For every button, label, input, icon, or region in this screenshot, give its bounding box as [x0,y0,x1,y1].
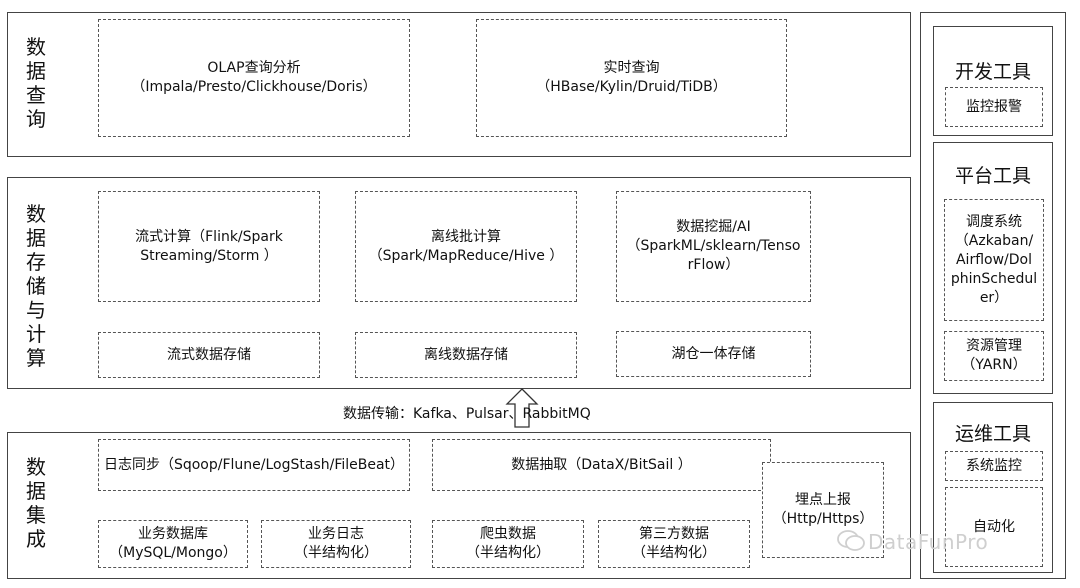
wechat-logo-icon [837,530,865,551]
platform-tools-title: 平台工具 [954,165,1031,187]
integration-layer: 数据集成 日志同步（Sqoop/Flune/LogStash/FileBeat）… [7,432,911,579]
automation-box: 自动化 [945,487,1043,567]
lakehouse-storage-box: 湖仓一体存储 [616,331,811,377]
integration-layer-title: 数据集成 [26,455,46,551]
up-arrow-icon [505,388,539,428]
storage-compute-layer-title: 数据存储与计算 [26,202,46,370]
biz-log-line1: 业务日志 [308,526,364,542]
scheduler-line3: Airflow/Dol [955,251,1032,268]
tracking-report-box: 埋点上报 （Http/Https） [762,462,884,558]
data-mining-line2: （SparkML/sklearn/Tenso [626,238,801,254]
system-monitor-box: 系统监控 [945,451,1043,481]
tracking-report-line1: 埋点上报 [795,492,851,508]
storage-compute-layer: 数据存储与计算 流式计算（Flink/Spark Streaming/Storm… [7,177,911,389]
query-layer: 数据查询 OLAP查询分析 （Impala/Presto/Clickhouse/… [7,12,911,157]
scheduler-line1: 调度系统 [966,213,1022,230]
realtime-query-box: 实时查询 （HBase/Kylin/Druid/TiDB） [476,19,787,137]
monitor-alert-box: 监控报警 [945,87,1043,127]
ops-tools-title: 运维工具 [954,423,1031,445]
platform-tools-group: 平台工具 调度系统 （Azkaban/ Airflow/Dol phinSche… [933,142,1053,394]
data-transfer-label: 数据传输：Kafka、Pulsar、RabbitMQ [343,406,591,422]
third-party-line2: （半结构化） [632,545,716,561]
crawler-line1: 爬虫数据 [480,526,536,542]
biz-db-box: 业务数据库 （MySQL/Mongo） [98,520,248,568]
data-extract-box: 数据抽取（DataX/BitSail ） [432,439,771,491]
olap-query-box: OLAP查询分析 （Impala/Presto/Clickhouse/Doris… [98,19,410,137]
stream-compute-line2: Streaming/Storm ） [140,247,278,264]
log-sync-box: 日志同步（Sqoop/Flune/LogStash/FileBeat） [98,439,410,491]
ops-tools-group: 运维工具 系统监控 自动化 [933,402,1053,573]
dev-tools-title: 开发工具 [954,61,1031,83]
tracking-report-line2: （Http/Https） [772,511,874,527]
biz-log-box: 业务日志 （半结构化） [261,520,411,568]
batch-compute-line1: 离线批计算 [431,228,501,245]
realtime-query-title: 实时查询 [603,60,660,76]
batch-compute-box: 离线批计算 （Spark/MapReduce/Hive ） [355,191,577,302]
data-mining-line1: 数据挖掘/AI [676,219,751,235]
query-layer-title: 数据查询 [26,35,46,131]
olap-query-title: OLAP查询分析 [207,60,301,76]
stream-compute-box: 流式计算（Flink/Spark Streaming/Storm ） [98,191,320,302]
scheduler-line2: （Azkaban/ [954,232,1034,249]
crawler-box: 爬虫数据 （半结构化） [432,520,584,568]
data-mining-box: 数据挖掘/AI （SparkML/sklearn/Tenso rFlow） [616,191,811,302]
biz-log-line2: （半结构化） [294,545,378,561]
scheduler-line5: er） [979,289,1009,306]
dev-tools-group: 开发工具 监控报警 [933,26,1053,136]
third-party-line1: 第三方数据 [639,526,709,542]
resource-manager-line2: （YARN） [961,357,1027,373]
batch-compute-line2: （Spark/MapReduce/Hive ） [368,247,564,264]
olap-query-tools: （Impala/Presto/Clickhouse/Doris） [131,79,377,95]
resource-manager-line1: 资源管理 [966,338,1022,354]
data-mining-line3: rFlow） [687,257,740,273]
third-party-box: 第三方数据 （半结构化） [598,520,750,568]
scheduler-line4: phinSchedul [950,270,1038,287]
watermark-text: DataFunPro [868,530,989,554]
biz-db-line2: （MySQL/Mongo） [109,545,237,561]
realtime-query-tools: （HBase/Kylin/Druid/TiDB） [536,79,727,95]
scheduler-box: 调度系统 （Azkaban/ Airflow/Dol phinSchedul e… [944,199,1044,321]
batch-storage-box: 离线数据存储 [355,332,577,378]
stream-compute-line1: 流式计算（Flink/Spark [135,228,283,245]
biz-db-line1: 业务数据库 [138,526,208,542]
crawler-line2: （半结构化） [466,545,550,561]
stream-storage-box: 流式数据存储 [98,332,320,378]
resource-manager-box: 资源管理 （YARN） [944,331,1044,381]
